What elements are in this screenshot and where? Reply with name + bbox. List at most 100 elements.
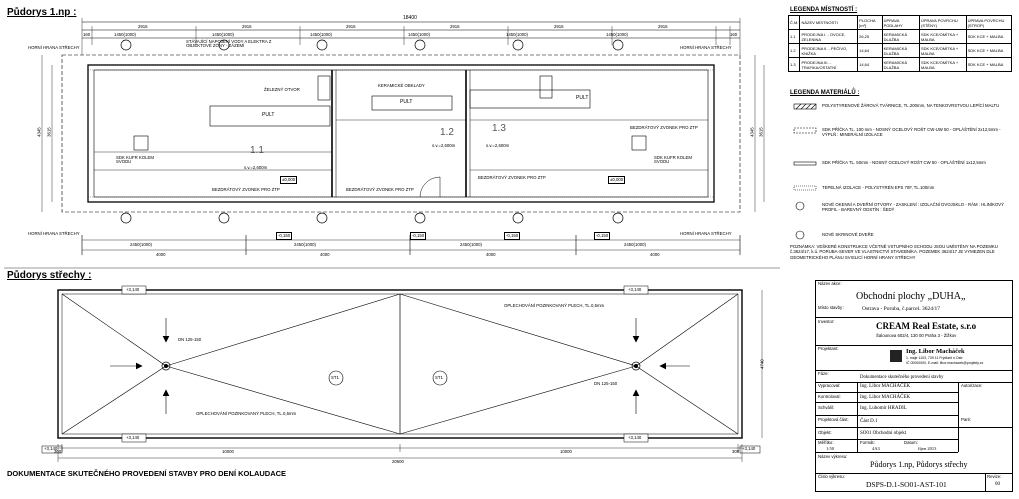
tb-cislo-label: Číslo výkresu: (818, 474, 845, 479)
floor-plan-title: Půdorys 1.np : (7, 7, 77, 18)
tb-row-cast (815, 415, 1013, 428)
cell: KERAMICKÁ DLAŽBA (881, 29, 920, 44)
tb-format-label: Formát: (860, 440, 875, 445)
tb-cislo: DSPS-D.1-SO01-AST-101 (866, 480, 947, 489)
footer-title: DOKUMENTACE SKUTEČNÉHO PROVEDENÍ STAVBY … (7, 469, 287, 478)
tb-divider (857, 382, 858, 452)
material-item-6: NOVÉ SKRINOVÉ DVEŘE (822, 232, 874, 237)
tb-faze: Dokumentace skutečného provedení stavby (860, 375, 944, 380)
room-number-1-1: 1.1 (250, 145, 264, 156)
cell: SDK KCE + MALBA (965, 29, 1013, 44)
material-item-3: SDK PŘÍČKA TL. 50mm - NOSNÝ OCELOVÝ ROŠT… (822, 160, 986, 165)
table-row: 1.1 PRODEJNA I. - OVOCE, ZELENINA 26,25 … (787, 29, 1013, 44)
rooms-legend-title: LEGENDA MÍSTNOSTÍ : (790, 7, 858, 13)
tb-akce-label: Název akce: (818, 281, 842, 286)
edge-dim-left: 160 (83, 32, 91, 37)
cell: KERAMICKÁ DLAŽBA (881, 57, 920, 72)
col-header: NÁZEV MÍSTNOSTI (799, 15, 859, 30)
material-item-5: NOVÉ OKENNÍ A DVEŘNÍ OTVORY - ZASKLENÍ :… (822, 202, 1005, 213)
tb-row-vypracoval (815, 382, 958, 393)
tb-autorizace-label: Autorizace: (961, 383, 983, 388)
pult-label-c: PULT (576, 95, 589, 101)
tb-misto: Ostrava - Poruba, č.parcel. 3624/17 (862, 306, 941, 312)
sdk-box-label-a: SDK KUFR KOLEM SVODU (116, 155, 154, 165)
roof-dim-1: 300 (54, 449, 62, 454)
tb-kontroloval-label: Kontroloval: (818, 394, 841, 399)
roof-section-marker-a: ST1 (331, 375, 339, 380)
cell: 1.2 (787, 43, 801, 58)
opening-label-a: ŽELEZNÝ OTVOR (264, 87, 300, 92)
cell: SDK KCE + MALBA (965, 57, 1013, 72)
tb-kontroloval: Ing. Libor MACHÁČEK (860, 395, 911, 400)
roof-dim-4: 300 (732, 449, 740, 454)
tb-projektova-label: Projektová část: (818, 417, 849, 422)
bottom-total-4: 4000 (650, 252, 660, 257)
materials-legend-title: LEGENDA MATERIÁLŮ : (790, 90, 860, 96)
roof-edge-label-2: HORNÍ HRANA STŘECHY (680, 45, 732, 50)
tb-divider (985, 473, 986, 492)
roof-plan-title: Půdorys střechy : (7, 270, 92, 281)
roof-side-dim: 4740 (759, 359, 765, 369)
side-dim-right-inner: 3615 (758, 127, 764, 137)
material-item-2: SDK PŘÍČKA TL. 100 mm - NOSNÝ OCELOVÝ RO… (822, 127, 1001, 138)
top-sub-dim-6: 1450(1000) (606, 32, 628, 37)
tb-row-projektant (815, 345, 1013, 371)
tb-datum-label: Datum: (904, 440, 918, 445)
level-marker-d: -0,150 (410, 232, 427, 241)
tb-schvalil: Ing. Lubomír HRADIL (860, 406, 907, 411)
ceiling-height-1: s.v.=2,600m (244, 165, 268, 170)
cell: SDK KCE/OMÍTKA + MALBA (918, 29, 967, 44)
side-dim-left-inner: 3615 (46, 127, 52, 137)
connection-note: STÁVAJÍCÍ NAPOJENÍ VODY A ELEKTRA Z OBJE… (186, 39, 272, 49)
cell: PRODEJNA II. - PEČIVO, KNIŽKA (799, 43, 859, 58)
tb-schvalil-label: Schválil: (818, 405, 835, 410)
roof-edge-label-1: HORNÍ HRANA STŘECHY (28, 45, 80, 50)
ceiling-height-2: s.v.=2,600m (432, 143, 456, 148)
tb-row-kontroloval (815, 392, 958, 403)
ceiling-height-3: s.v.=2,600m (486, 143, 510, 148)
roof-flashing-label-bottom: OPLECHOVÁNÍ POZINKOVANÝ PLECH, TL.0,5mm (196, 411, 297, 416)
roof-level-edge-left: +3,140 (44, 446, 58, 451)
roof-dim-2: 10000 (222, 449, 234, 454)
room-number-1-3: 1.3 (492, 123, 506, 134)
bottom-dim-3: 2450(1000) (460, 242, 482, 247)
bottom-total-3: 4000 (486, 252, 496, 257)
tb-revize: 00 (995, 482, 1000, 487)
side-dim-left-outer: 4345 (36, 127, 42, 137)
cell: 14,64 (857, 57, 883, 72)
material-item-1: POLYSTYRENOVÉ ŽÁROVÁ TVÁRNICE, TL.200mm,… (822, 103, 1000, 108)
top-dim-5: 2915 (554, 24, 564, 29)
tb-nazev-label: Název výkresu: (818, 454, 848, 459)
cell: KERAMICKÁ DLAŽBA (881, 43, 920, 58)
top-dim-4: 2915 (450, 24, 460, 29)
roof-dim-total: 20600 (392, 459, 404, 464)
tb-investor: CREAM Real Estate, s.r.o (876, 321, 977, 331)
bottom-dim-2: 2450(1000) (294, 242, 316, 247)
edge-dim-right: 160 (730, 32, 738, 37)
cell: SDK KCE/OMÍTKA + MALBA (918, 43, 967, 58)
top-dim-1: 2915 (138, 24, 148, 29)
top-sub-dim-5: 1450(1000) (506, 32, 528, 37)
tb-row-akce (815, 280, 1013, 318)
top-sub-dim-4: 1450(1000) (408, 32, 430, 37)
roof-flashing-label-top: OPLECHOVÁNÍ POZINKOVANÝ PLECH, TL.0,5mm (504, 303, 605, 308)
overall-dimension: 18400 (403, 15, 417, 21)
col-header: Č.M. (787, 15, 801, 30)
room-number-1-2: 1.2 (440, 127, 454, 138)
tb-projektant-label: Projektant: (818, 346, 839, 351)
top-dim-3: 2915 (346, 24, 356, 29)
pult-label-a: PULT (262, 112, 275, 118)
tb-vypracoval: Ing. Libor MACHÁČEK (860, 384, 911, 389)
sdk-box-label-b: SDK KUFR KOLEM SVODU (654, 155, 692, 165)
tb-investor-address: Šalounova 602/4, 130 00 Praha 3 - Žižkov (876, 333, 957, 338)
top-dim-2: 2915 (242, 24, 252, 29)
tb-objekt: SO01 Obchodní objekt (860, 431, 907, 436)
tb-row-investor (815, 317, 1013, 346)
tb-misto-label: Místo stavby : (818, 305, 845, 310)
top-sub-dim-3: 1450(1000) (310, 32, 332, 37)
tb-projektant-ic: IČ 00000000, E-mail: libor.machacek@proj… (906, 361, 984, 365)
bottom-total-2: 4000 (320, 252, 330, 257)
tb-format: 4A3 (872, 446, 880, 451)
cell: SDK KCE/OMÍTKA + MALBA (918, 57, 967, 72)
